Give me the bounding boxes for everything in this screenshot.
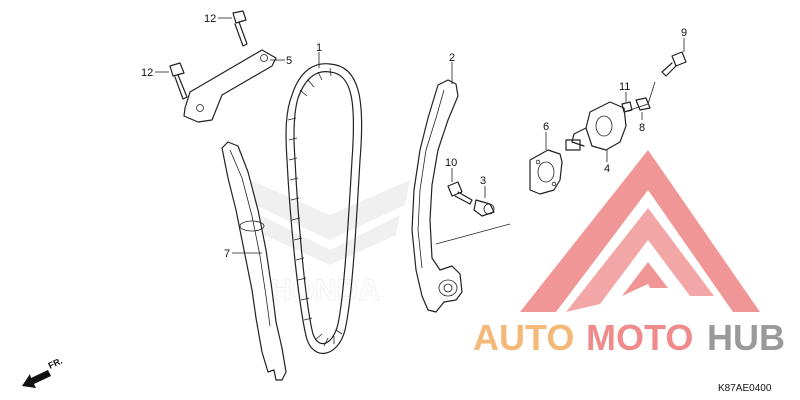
part-3-collar	[473, 186, 495, 217]
logo-text-hub: HUB	[707, 317, 785, 358]
part-11-bolt	[621, 92, 633, 113]
callout-7: 7	[224, 248, 230, 260]
part-5-plate	[183, 49, 277, 123]
part-2-tensioner-slider	[411, 62, 463, 313]
callout-8: 8	[639, 122, 645, 134]
part-12-bolt-upper	[218, 10, 248, 47]
logo-text-moto: MOTO	[586, 317, 693, 358]
callout-2: 2	[449, 52, 455, 64]
callout-10: 10	[445, 157, 457, 169]
callout-5: 5	[286, 55, 292, 67]
logo-text-auto: AUTO	[473, 317, 574, 358]
front-marker-label: FR.	[47, 356, 64, 371]
part-7-chain-guide	[221, 141, 287, 381]
front-direction-arrow-icon: FR.	[22, 356, 64, 388]
callout-12-upper: 12	[204, 13, 216, 25]
honda-brand-text: HONDA	[270, 274, 380, 307]
callout-4: 4	[604, 163, 610, 175]
automotohub-logo: AUTO MOTO HUB	[473, 150, 785, 358]
part-6-gasket	[529, 132, 563, 195]
part-8-washer	[635, 97, 651, 120]
callout-3: 3	[480, 175, 486, 187]
callout-6: 6	[543, 121, 549, 133]
diagram-code: K87AE0400	[718, 383, 772, 394]
part-1-cam-chain	[285, 52, 363, 354]
callout-12-lower: 12	[141, 67, 153, 79]
callout-1: 1	[316, 42, 322, 54]
honda-wing-logo-faint: HONDA	[250, 180, 410, 308]
logo-triangle-icon	[520, 150, 760, 312]
part-12-bolt-lower	[155, 62, 188, 100]
part-4-tensioner-lifter	[565, 101, 627, 162]
part-10-bolt	[447, 168, 473, 205]
callout-9: 9	[681, 27, 687, 39]
callout-11: 11	[619, 81, 630, 93]
part-9-bolt	[661, 38, 687, 77]
